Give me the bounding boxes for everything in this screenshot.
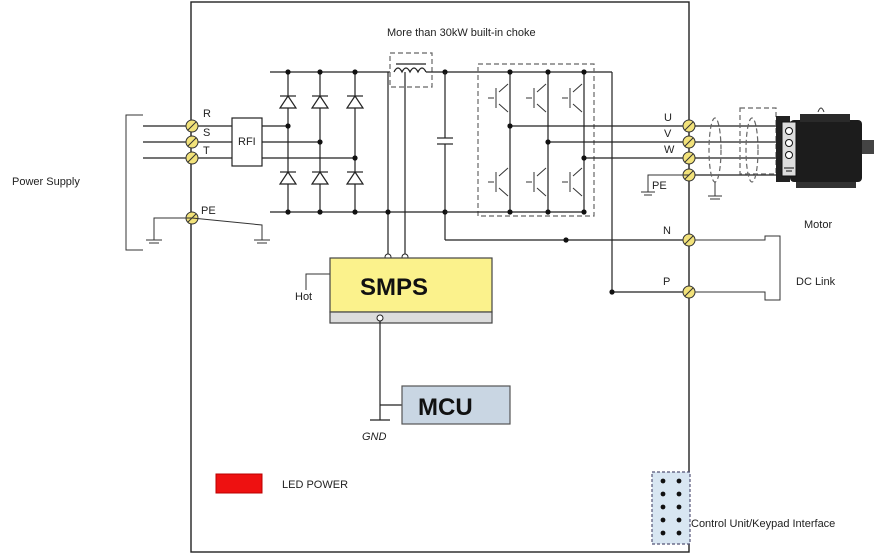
rectifier-bridge — [270, 69, 445, 215]
motor-label: Motor — [804, 219, 832, 231]
dc-link-label: DC Link — [796, 276, 836, 288]
rfi-label: RFI — [238, 136, 256, 148]
smps-block — [329, 257, 493, 313]
pe-ground-wiring — [146, 217, 270, 244]
pe-out-ground — [641, 174, 689, 196]
choke-label: More than 30kW built-in choke — [387, 27, 536, 39]
terminal-t-label: T — [203, 145, 210, 157]
mcu-label: MCU — [418, 394, 473, 421]
mcu-block — [401, 385, 511, 425]
power-supply-bracket — [125, 114, 143, 251]
terminal-n-label: N — [663, 225, 671, 237]
power-supply-label: Power Supply — [12, 176, 80, 188]
led-power-indicator — [215, 473, 263, 494]
gnd-label: GND — [362, 431, 387, 443]
terminal-s-label: S — [203, 127, 210, 139]
dc-link-bracket — [695, 235, 781, 301]
terminal-r-label: R — [203, 108, 211, 120]
smps-footer — [329, 311, 493, 324]
input-terminals — [185, 119, 199, 225]
input-lines — [143, 125, 355, 159]
dc-link-capacitor — [437, 72, 689, 243]
terminal-v-label: V — [664, 128, 672, 140]
smps-wiring — [305, 72, 409, 290]
rfi-filter-box — [231, 117, 263, 167]
hot-label: Hot — [295, 291, 312, 303]
terminal-pe-in-label: PE — [201, 205, 216, 217]
terminal-u-label: U — [664, 112, 672, 124]
control-unit-label: Control Unit/Keypad Interface — [691, 518, 835, 530]
motor-symbol — [776, 107, 874, 188]
motor-cable — [695, 107, 790, 200]
led-power-label: LED POWER — [282, 479, 348, 491]
enclosure-frame — [190, 1, 690, 553]
igbt-inverter — [445, 63, 689, 217]
terminal-w-label: W — [664, 144, 675, 156]
terminal-p-label: P — [663, 276, 670, 288]
choke-inductor — [389, 52, 612, 88]
p-rail — [609, 72, 689, 295]
keypad-connector — [651, 471, 691, 545]
smps-mcu-wiring — [370, 314, 402, 421]
terminal-pe-out-label: PE — [652, 180, 667, 192]
smps-label: SMPS — [360, 274, 428, 301]
